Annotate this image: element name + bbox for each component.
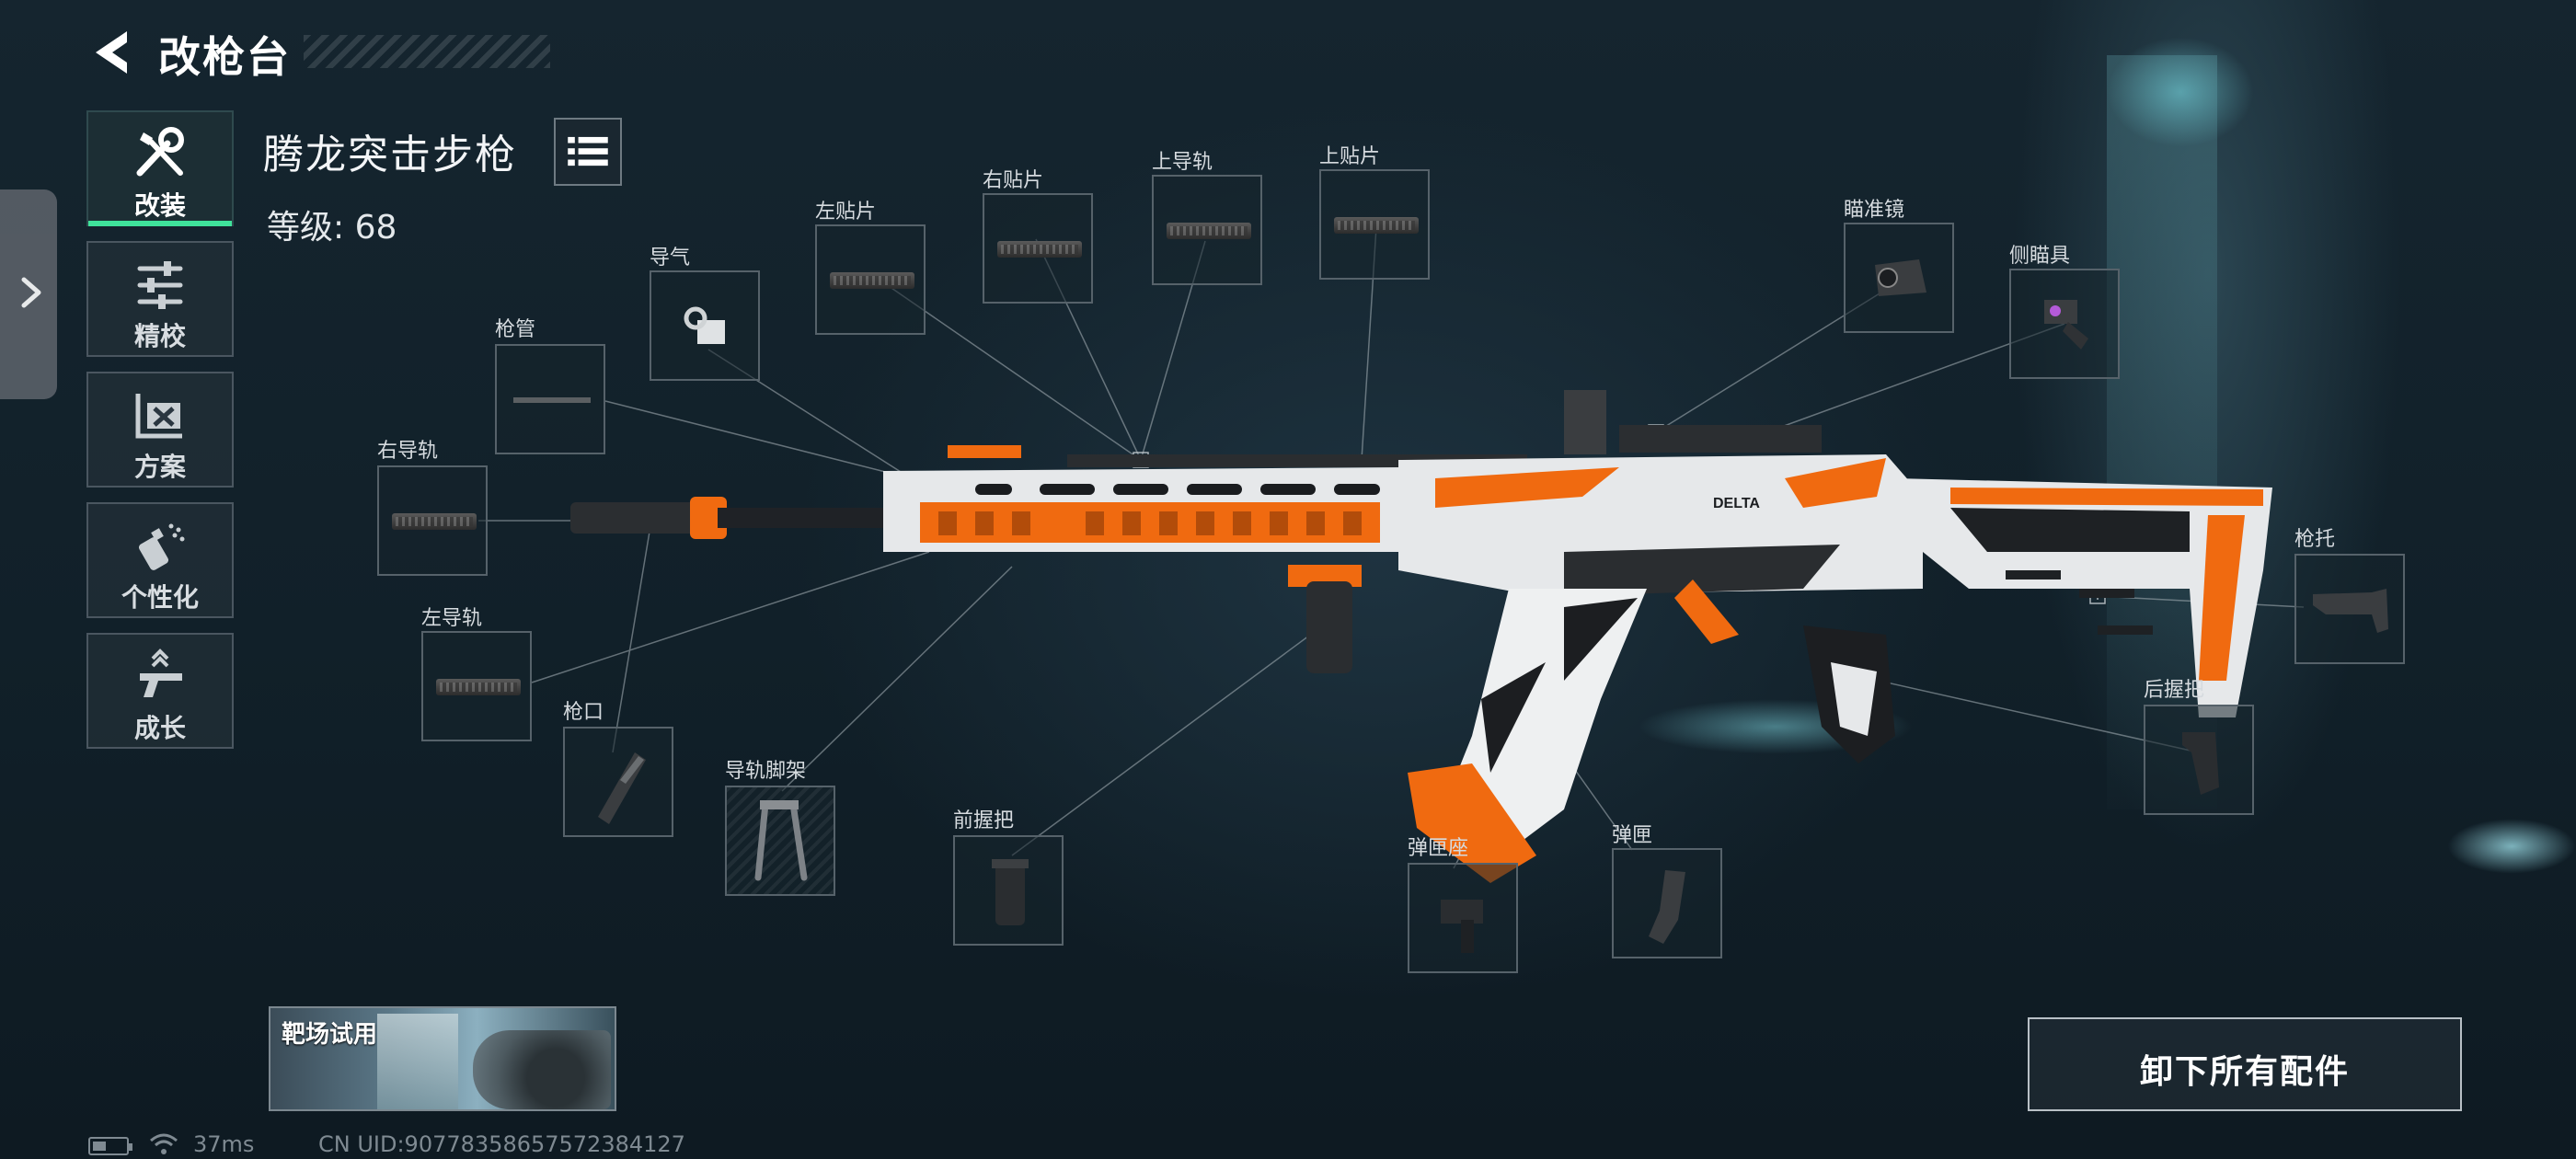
- bipod-icon: [754, 800, 808, 881]
- nav-tab-label: 成长: [133, 713, 186, 743]
- nav-tab-label: 精校: [133, 321, 186, 351]
- wifi-icon: [150, 1133, 178, 1154]
- slot-left-patch[interactable]: [815, 224, 926, 335]
- unload-all-label: 卸下所有配件: [2139, 1053, 2350, 1091]
- slot-label-gas: 导气: [650, 247, 691, 270]
- pistol-grip-icon: [2182, 732, 2219, 795]
- vertical-grip-icon: [992, 859, 1029, 925]
- weapon-name: 腾龙突击步枪: [263, 132, 517, 178]
- red-dot-sight-icon: [1875, 259, 1926, 296]
- slot-label-muzzle: 枪口: [563, 701, 604, 724]
- range-trial-label: 靶场试用: [282, 1021, 378, 1049]
- weapon-level: 等级: 68: [267, 209, 397, 247]
- back-arrow-icon[interactable]: [86, 26, 136, 79]
- slot-right-patch[interactable]: [983, 193, 1093, 304]
- network-ping: 37ms: [193, 1131, 255, 1157]
- nav-tab-label: 改装: [133, 190, 186, 221]
- spray-can-icon: [138, 523, 185, 570]
- user-uid: CN UID:90778358657572384127: [318, 1131, 685, 1157]
- nav-tab-personalize[interactable]: 个性化: [86, 502, 234, 618]
- slot-rear-grip[interactable]: [2144, 705, 2254, 815]
- title-decoration: [304, 35, 550, 68]
- list-icon: [568, 136, 608, 166]
- stock-icon: [2313, 589, 2388, 633]
- slot-left-rail[interactable]: [421, 631, 532, 741]
- slot-muzzle[interactable]: [563, 727, 673, 837]
- nav-tab-growth[interactable]: 成长: [86, 633, 234, 749]
- slot-label-left-patch: 左贴片: [815, 201, 877, 224]
- slot-top-patch[interactable]: [1319, 169, 1430, 280]
- nav-tab-label: 个性化: [121, 582, 199, 613]
- range-scene-device: [473, 1030, 611, 1109]
- wrench-screwdriver-icon: [136, 127, 184, 177]
- slot-label-right-rail: 右导轨: [377, 440, 439, 463]
- sliders-icon: [137, 261, 183, 309]
- slot-label-optic: 瞄准镜: [1844, 199, 1905, 222]
- rail-icon: [1167, 223, 1251, 239]
- slot-mag-well[interactable]: [1408, 863, 1518, 973]
- muzzle-device: [570, 502, 708, 534]
- page-title: 改枪台: [158, 32, 291, 82]
- slot-label-rear-grip: 后握把: [2144, 679, 2205, 702]
- slot-label-mag-well: 弹匣座: [1408, 837, 1469, 860]
- slot-label-top-rail: 上导轨: [1152, 151, 1213, 174]
- slot-label-foregrip: 前握把: [953, 809, 1015, 832]
- unload-all-button[interactable]: 卸下所有配件: [2028, 1017, 2462, 1111]
- slot-gas[interactable]: [650, 270, 760, 381]
- weapon-decal: DELTA: [1713, 496, 1760, 511]
- blueprint-icon: [135, 394, 182, 439]
- nav-tab-label: 方案: [133, 452, 186, 482]
- range-scene-door: [377, 1014, 458, 1109]
- battery-icon: [88, 1137, 132, 1155]
- patch-icon: [830, 272, 914, 289]
- nav-tab-plan[interactable]: 方案: [86, 372, 234, 488]
- slot-right-rail[interactable]: [377, 465, 488, 576]
- slot-label-stock: 枪托: [2294, 528, 2336, 551]
- slot-top-rail[interactable]: [1152, 175, 1262, 285]
- slot-label-top-patch: 上贴片: [1319, 145, 1381, 168]
- slot-bipod[interactable]: [725, 786, 835, 896]
- nav-tab-tuning[interactable]: 精校: [86, 241, 234, 357]
- nav-tab-modify[interactable]: 改装: [86, 110, 234, 226]
- slot-label-bipod: 导轨脚架: [725, 760, 807, 783]
- side-sight-icon: [2044, 300, 2088, 350]
- rail-icon: [392, 513, 477, 530]
- background-wall-light: [2447, 819, 2576, 874]
- magazine-icon: [1649, 870, 1685, 944]
- slot-label-barrel: 枪管: [495, 318, 536, 341]
- muzzle-brake-icon: [598, 752, 646, 824]
- slot-magazine[interactable]: [1612, 848, 1722, 958]
- slot-label-magazine: 弹匣: [1612, 824, 1653, 847]
- slot-label-side-sight: 侧瞄具: [2009, 245, 2071, 268]
- slot-stock[interactable]: [2294, 554, 2405, 664]
- slot-optic[interactable]: [1844, 223, 1954, 333]
- weapon-list-button[interactable]: [554, 118, 622, 186]
- gun-upgrade-icon: [140, 648, 182, 697]
- background-ceiling-light: [2107, 37, 2254, 147]
- chevron-right-icon: [21, 277, 41, 308]
- barrel-icon: [513, 397, 591, 403]
- gas-block-icon: [684, 306, 725, 344]
- patch-icon: [997, 241, 1082, 258]
- side-drawer-toggle[interactable]: [0, 189, 57, 399]
- slot-label-right-patch: 右贴片: [983, 169, 1044, 192]
- rail-icon: [436, 679, 521, 695]
- slot-barrel[interactable]: [495, 344, 605, 454]
- slot-side-sight[interactable]: [2009, 269, 2120, 379]
- mag-well-icon: [1441, 900, 1483, 953]
- slot-label-left-rail: 左导轨: [421, 607, 483, 630]
- patch-icon: [1334, 217, 1419, 234]
- range-trial-button[interactable]: 靶场试用: [269, 1006, 616, 1111]
- slot-foregrip[interactable]: [953, 835, 1064, 946]
